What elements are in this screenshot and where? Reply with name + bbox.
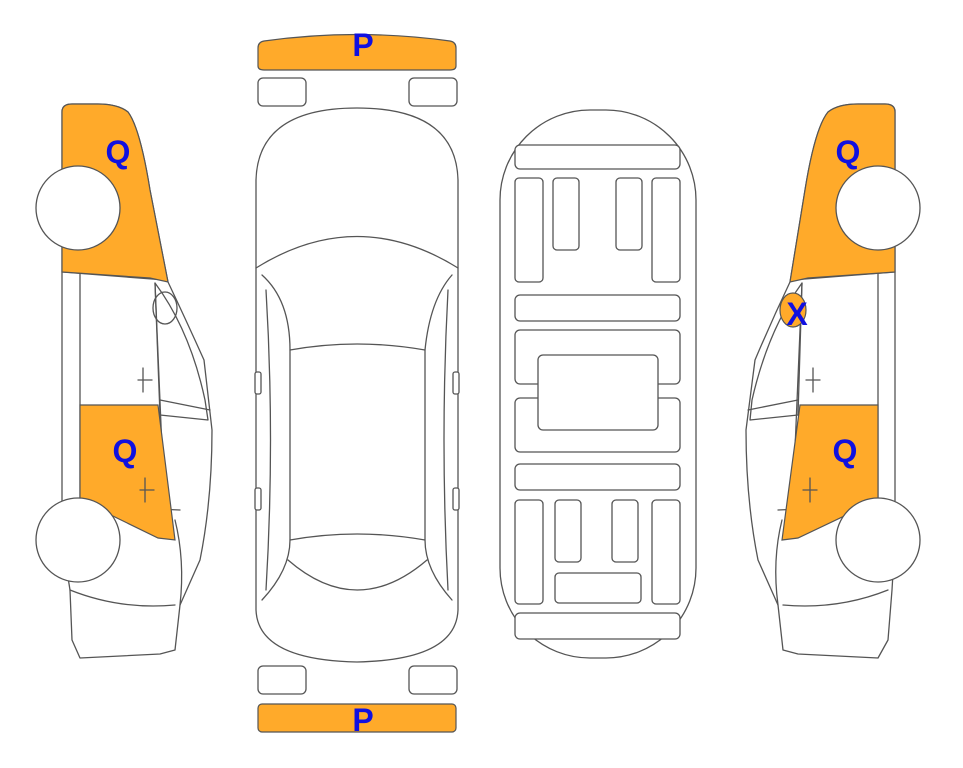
left-rear-wheel	[35, 497, 121, 583]
right-mirror-damage: X	[779, 292, 808, 332]
top-view: P P	[254, 27, 460, 738]
front-bumper-marker: P	[352, 27, 373, 63]
front-right-headlight	[408, 77, 458, 107]
right-rear-wheel	[835, 497, 921, 583]
underbody-view	[499, 109, 697, 659]
rear-bumper-damage	[257, 703, 457, 733]
right-mirror-marker: X	[786, 296, 808, 332]
top-body-outline	[255, 107, 459, 663]
rear-right-taillight	[408, 665, 458, 695]
rear-bumper-marker: P	[352, 702, 373, 738]
front-bumper-damage	[257, 33, 457, 71]
right-front-wheel	[835, 165, 921, 251]
left-front-fender-marker: Q	[106, 134, 131, 170]
left-front-wheel	[35, 165, 121, 251]
right-front-fender-marker: Q	[836, 134, 861, 170]
left-rear-door-marker: Q	[113, 433, 138, 469]
right-rear-door-marker: Q	[833, 433, 858, 469]
front-left-headlight	[257, 77, 307, 107]
rear-left-taillight	[257, 665, 307, 695]
